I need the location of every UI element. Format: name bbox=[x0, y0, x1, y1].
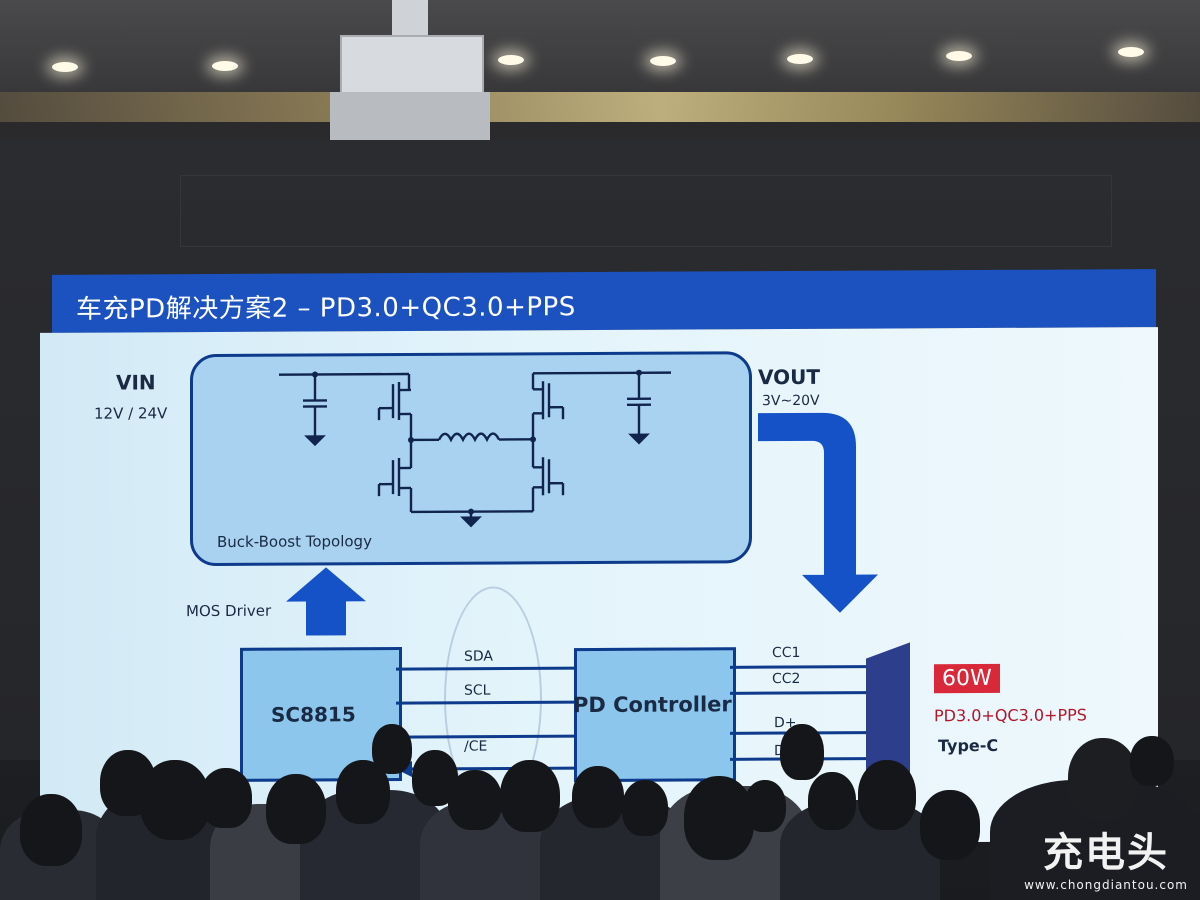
projection-screen: 车充PD解决方案2 – PD3.0+QC3.0+PPS VIN 12V / 24… bbox=[40, 269, 1158, 847]
power-badge: 60W bbox=[934, 663, 1000, 694]
ceiling-beam bbox=[0, 122, 1200, 142]
ceiling-light-band bbox=[0, 92, 1200, 122]
vout-label: VOUT bbox=[758, 364, 821, 390]
ceiling-light bbox=[498, 55, 524, 65]
vout-arrow-icon bbox=[758, 412, 878, 613]
cc-line-cc1: CC1 bbox=[772, 644, 801, 662]
vin-range: 12V / 24V bbox=[94, 404, 168, 423]
ceiling-light bbox=[212, 61, 238, 71]
buck-boost-schematic bbox=[279, 369, 671, 528]
bus-line-scl: SCL bbox=[464, 682, 491, 699]
ceiling-projector bbox=[330, 0, 490, 145]
slide-title: 车充PD解决方案2 – PD3.0+QC3.0+PPS bbox=[76, 292, 576, 325]
watermark: 充电头 www.chongdiantou.com bbox=[1024, 820, 1188, 892]
ceiling-light bbox=[52, 62, 78, 72]
ceiling-light bbox=[1118, 47, 1144, 57]
buck-boost-box: Buck-Boost Topology bbox=[190, 351, 752, 567]
slide-body: VIN 12V / 24V bbox=[40, 327, 1158, 847]
wall-panels bbox=[180, 175, 1112, 247]
ceiling-light bbox=[946, 51, 972, 61]
audience bbox=[0, 720, 1200, 900]
slide-header: 车充PD解决方案2 – PD3.0+QC3.0+PPS bbox=[52, 269, 1156, 333]
ceiling-light bbox=[787, 54, 813, 64]
mos-driver-label: MOS Driver bbox=[186, 601, 272, 621]
watermark-url: www.chongdiantou.com bbox=[1024, 878, 1188, 892]
bus-line-sda: SDA bbox=[464, 648, 493, 665]
pd-controller-label: PD Controller bbox=[573, 692, 732, 718]
mos-driver-arrow-icon bbox=[286, 567, 366, 636]
ceiling-light bbox=[650, 56, 676, 66]
cc-line-cc2: CC2 bbox=[772, 670, 801, 688]
vin-label: VIN bbox=[116, 370, 156, 395]
watermark-logo: 充电头 bbox=[1043, 830, 1170, 876]
topology-label: Buck-Boost Topology bbox=[217, 532, 372, 552]
